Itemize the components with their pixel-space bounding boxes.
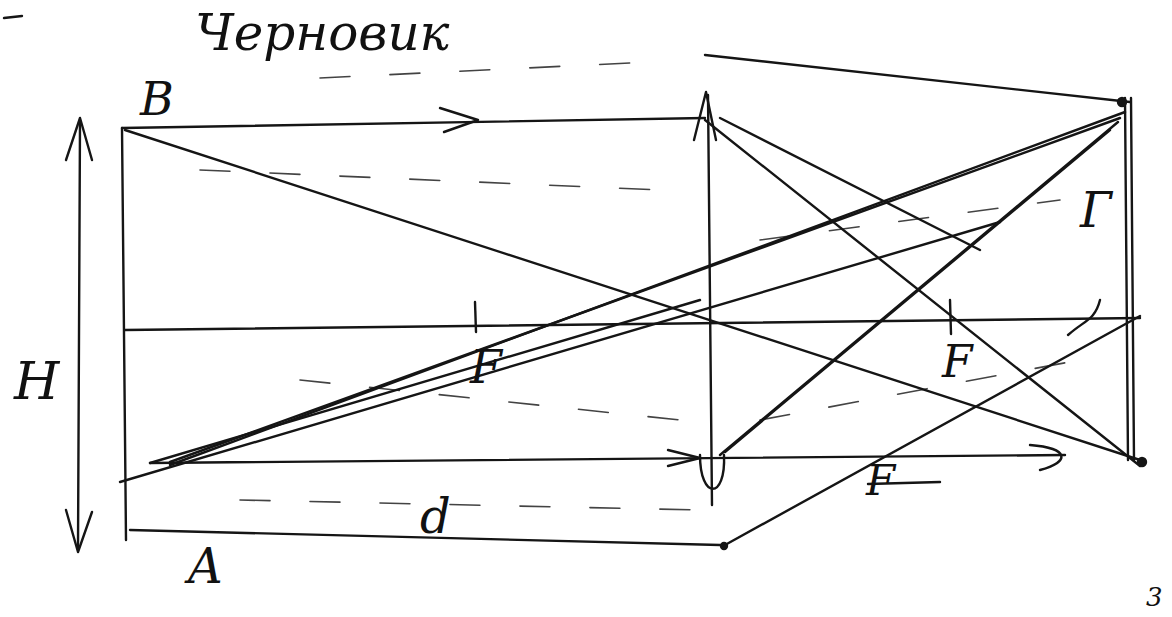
focus-label: F (470, 344, 502, 390)
sketch-title: Черновик (195, 8, 449, 58)
focus-label: F (866, 460, 895, 502)
magnification-label: Г (1080, 186, 1112, 234)
page-number: 3 (1146, 584, 1163, 610)
point-label: B (140, 76, 174, 122)
point-label: A (188, 542, 223, 590)
dimension-label: d (420, 492, 451, 540)
focus-label: F (942, 340, 973, 384)
dimension-label: H (14, 355, 59, 407)
